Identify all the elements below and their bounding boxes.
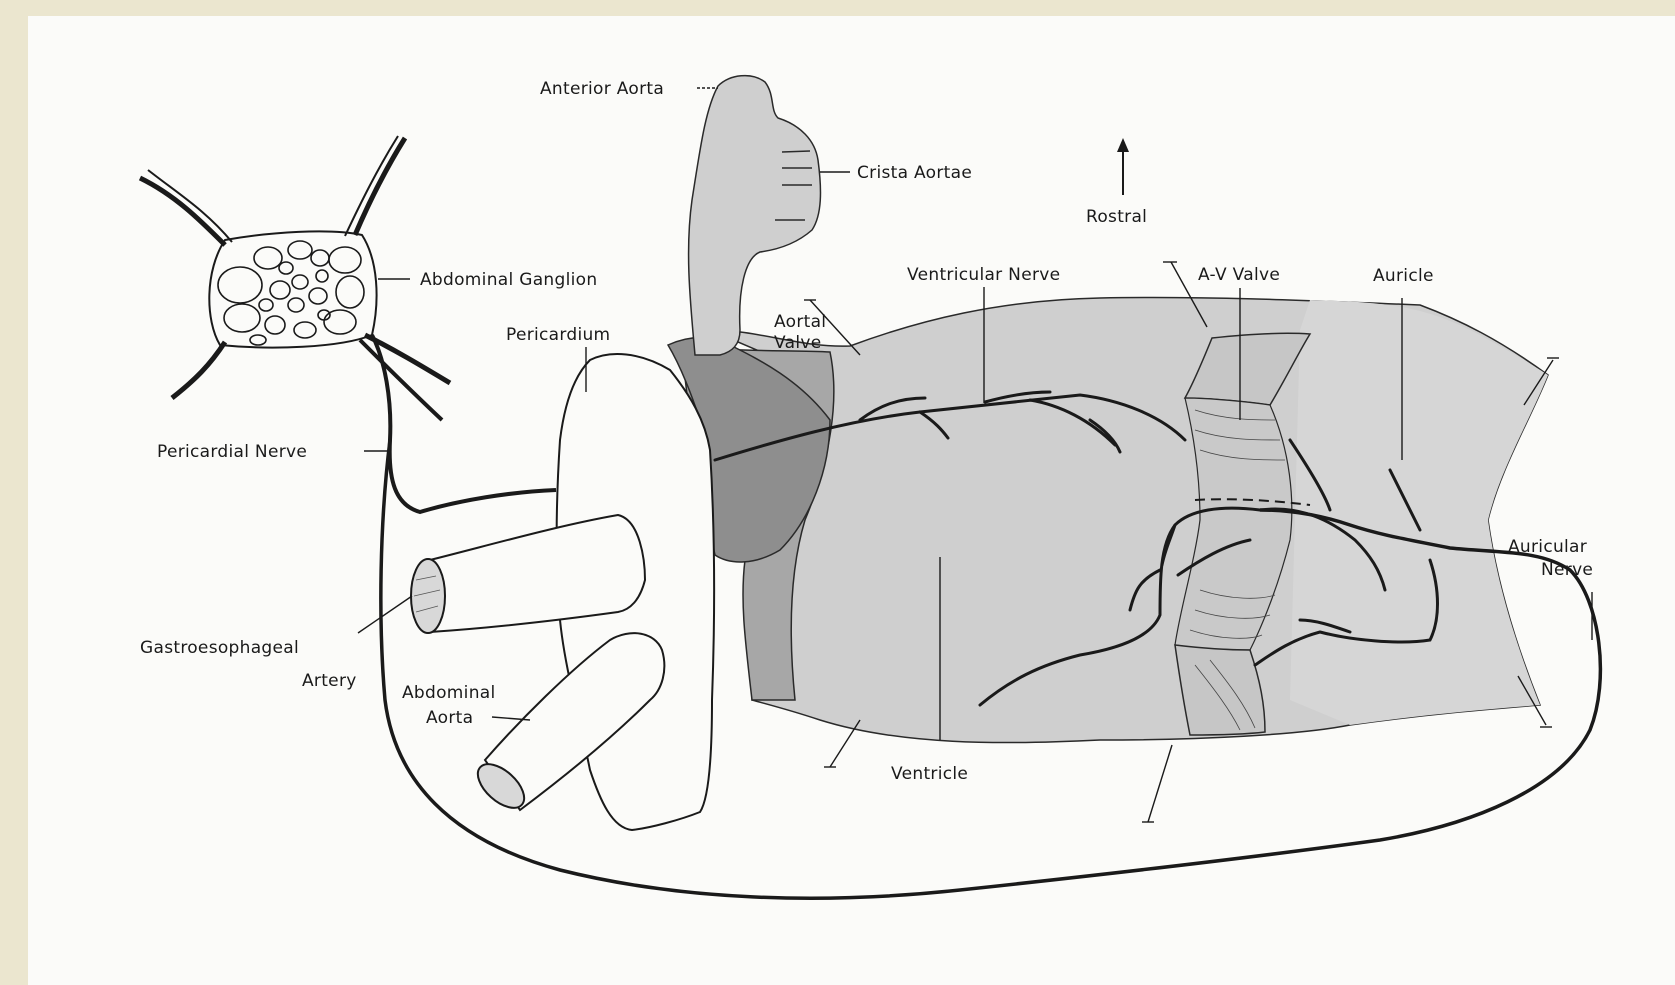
label-av-valve: A-V Valve xyxy=(1198,265,1280,285)
label-pericardial-nerve: Pericardial Nerve xyxy=(157,442,307,462)
gastroesophageal-artery-opening xyxy=(411,559,445,633)
label-aortal-valve-line2: Valve xyxy=(774,333,821,353)
auricle-body xyxy=(1290,300,1548,725)
label-abdominal-aorta-line2: Aorta xyxy=(426,708,473,728)
label-abdominal-ganglion: Abdominal Ganglion xyxy=(420,270,597,290)
label-ventricular-nerve: Ventricular Nerve xyxy=(907,265,1060,285)
label-auricle: Auricle xyxy=(1373,266,1434,286)
label-aortal-valve-line1: Aortal xyxy=(774,312,826,332)
av-valve-lower xyxy=(1175,645,1265,735)
arrow-up-icon xyxy=(1117,138,1129,195)
label-pericardium: Pericardium xyxy=(506,325,610,345)
label-abdominal-aorta-line1: Abdominal xyxy=(402,683,496,703)
label-anterior-aorta: Anterior Aorta xyxy=(540,79,664,99)
label-gastroesophageal-line2: Artery xyxy=(302,671,357,691)
abdominal-ganglion xyxy=(140,136,450,420)
label-gastroesophageal-line1: Gastroesophageal xyxy=(140,638,299,658)
label-crista-aortae: Crista Aortae xyxy=(857,163,972,183)
label-auricular-nerve-line2: Nerve xyxy=(1541,560,1593,580)
pericardial-nerve xyxy=(372,335,556,512)
label-auricular-nerve-line1: Auricular xyxy=(1508,537,1587,557)
label-ventricle: Ventricle xyxy=(891,764,968,784)
label-rostral: Rostral xyxy=(1086,207,1147,227)
